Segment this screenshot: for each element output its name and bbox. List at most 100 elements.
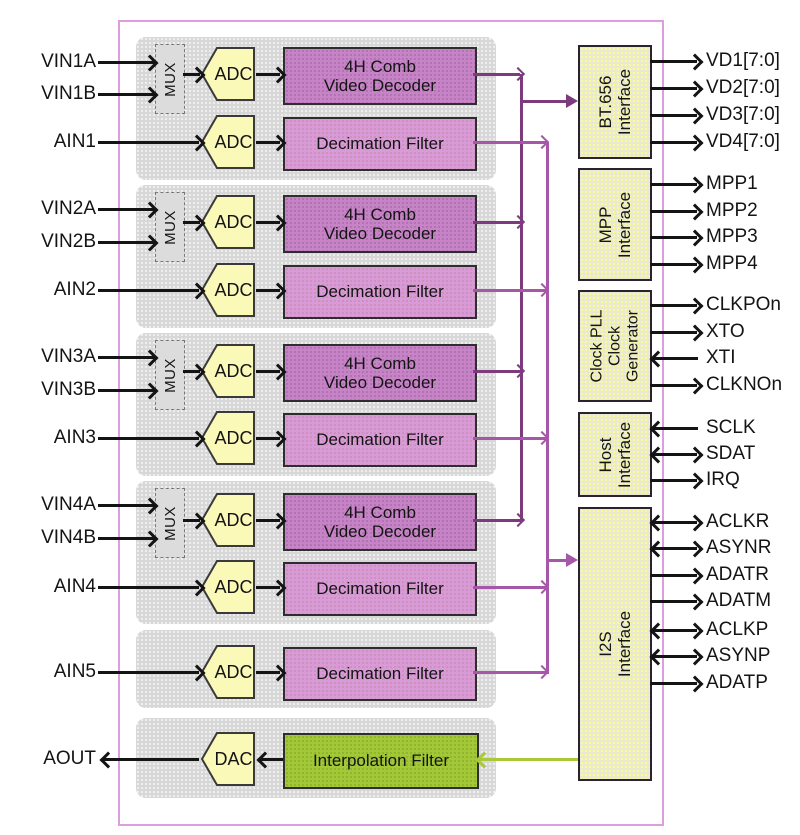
arrow-sclk bbox=[652, 427, 698, 430]
arrow-sdat bbox=[652, 453, 697, 456]
i2s-label-line1: I2S bbox=[596, 631, 615, 657]
arrow-adatr bbox=[650, 574, 697, 577]
arrowhead-vd2 bbox=[686, 80, 704, 98]
arrow-mux2-adc bbox=[183, 221, 200, 224]
arrowhead-sdat-right bbox=[686, 446, 704, 464]
arrow-vin4b bbox=[98, 537, 155, 540]
mux-4-label: MUX bbox=[161, 505, 179, 541]
signal-label-vin3b: VIN3B bbox=[41, 379, 96, 400]
arrowhead-asynp-right bbox=[686, 648, 704, 666]
arrowhead-xto bbox=[686, 324, 704, 342]
signal-label-ain4: AIN4 bbox=[53, 576, 96, 597]
signal-label-irq: IRQ bbox=[706, 469, 740, 490]
arrow-adc1-decim bbox=[256, 141, 280, 144]
arrow-irq bbox=[650, 479, 697, 482]
mux-1-label: MUX bbox=[161, 61, 179, 97]
clock-label-line2: Clock bbox=[606, 325, 624, 367]
green-feedback-line bbox=[478, 758, 578, 761]
arrowhead-dac-aout bbox=[99, 751, 117, 769]
arrowhead-vd3 bbox=[686, 107, 704, 125]
adc-video-1-label: ADC bbox=[214, 63, 253, 84]
arrow-vin3b bbox=[98, 389, 155, 392]
arrow-decim2-bus bbox=[473, 289, 547, 292]
decimation-filter-4-label: Decimation Filter bbox=[316, 579, 444, 598]
signal-label-aclkp: ACLKP bbox=[706, 619, 769, 640]
arrow-mux4-adc bbox=[183, 519, 200, 522]
decimation-filter-2-label: Decimation Filter bbox=[316, 282, 444, 301]
signal-label-ain1: AIN1 bbox=[53, 131, 96, 152]
signal-label-vin1b: VIN1B bbox=[41, 83, 96, 104]
arrow-adc3-decoder bbox=[256, 370, 280, 373]
dac-block: DAC bbox=[200, 732, 256, 786]
mux-2: MUX bbox=[155, 192, 185, 262]
decimation-filter-5: Decimation Filter bbox=[283, 647, 477, 701]
adc-video-4: ADC bbox=[200, 493, 256, 547]
signal-label-mpp2: MPP2 bbox=[706, 200, 758, 221]
decimation-filter-3-label: Decimation Filter bbox=[316, 430, 444, 449]
signal-label-asynr: ASYNR bbox=[706, 537, 772, 558]
signal-label-mpp3: MPP3 bbox=[706, 226, 758, 247]
video-decoder-1-line2: Video Decoder bbox=[323, 76, 437, 95]
adc-video-3-label: ADC bbox=[214, 360, 253, 381]
arrowhead-asynr-right bbox=[686, 540, 704, 558]
adc-audio-2-label: ADC bbox=[214, 279, 253, 300]
adc-video-2: ADC bbox=[200, 195, 256, 249]
interpolation-filter-label: Interpolation Filter bbox=[312, 751, 450, 770]
arrow-vd2 bbox=[650, 87, 697, 90]
arrowhead-adatm bbox=[686, 593, 704, 611]
arrow-vd3 bbox=[650, 114, 697, 117]
decimation-filter-1: Decimation Filter bbox=[283, 117, 477, 171]
mpp-label-line1: MPP bbox=[596, 206, 615, 243]
arrow-adc5-decim bbox=[256, 671, 280, 674]
arrow-mpp3 bbox=[650, 236, 697, 239]
arrow-vin1a bbox=[98, 61, 155, 64]
arrow-adc1-decoder bbox=[256, 73, 280, 76]
arrow-vd1 bbox=[650, 60, 697, 63]
arrow-mux3-adc bbox=[183, 370, 200, 373]
video-decoder-4-line2: Video Decoder bbox=[323, 522, 437, 541]
signal-label-clknon: CLKNOn bbox=[706, 374, 783, 395]
arrow-vin2a bbox=[98, 208, 155, 211]
arrow-decoder1-bus bbox=[473, 73, 520, 76]
arrowhead-adatr bbox=[686, 567, 704, 585]
arrow-xto bbox=[650, 331, 697, 334]
arrow-decoder3-bus bbox=[473, 370, 520, 373]
signal-label-adatr: ADATR bbox=[706, 564, 769, 585]
video-decoder-2-line1: 4H Comb bbox=[344, 205, 416, 224]
adc-video-4-label: ADC bbox=[214, 509, 253, 530]
signal-label-vd1: VD1[7:0] bbox=[706, 50, 780, 71]
arrow-vin3a bbox=[98, 356, 155, 359]
host-label-line2: Interface bbox=[615, 421, 634, 488]
arrow-aclkr bbox=[652, 521, 697, 524]
decimation-filter-1-label: Decimation Filter bbox=[316, 134, 444, 153]
adc-video-2-label: ADC bbox=[214, 211, 253, 232]
arrowhead-aclkr-right bbox=[686, 514, 704, 532]
arrowhead-feed-bt656 bbox=[566, 94, 578, 108]
signal-label-mpp1: MPP1 bbox=[706, 173, 758, 194]
signal-label-vin2a: VIN2A bbox=[41, 198, 96, 219]
signal-label-aclkr: ACLKR bbox=[706, 511, 770, 532]
bus-decimation-vertical bbox=[546, 142, 549, 674]
dac-label: DAC bbox=[214, 748, 253, 769]
arrow-vd4 bbox=[650, 141, 697, 144]
signal-label-adatp: ADATP bbox=[706, 672, 768, 693]
decimation-filter-2: Decimation Filter bbox=[283, 265, 477, 319]
signal-label-mpp4: MPP4 bbox=[706, 253, 758, 274]
signal-label-ain5: AIN5 bbox=[53, 661, 96, 682]
clock-label-line1: Clock PLL bbox=[588, 309, 606, 383]
arrow-mpp1 bbox=[650, 183, 697, 186]
arrowhead-mpp1 bbox=[686, 176, 704, 194]
arrow-adatm bbox=[650, 600, 697, 603]
adc-audio-4: ADC bbox=[200, 560, 256, 614]
signal-label-clkpon: CLKPOn bbox=[706, 294, 781, 315]
arrow-decim1-bus bbox=[473, 141, 547, 144]
mux-3: MUX bbox=[155, 340, 185, 410]
signal-label-asynp: ASYNP bbox=[706, 645, 771, 666]
adc-audio-4-label: ADC bbox=[214, 576, 253, 597]
